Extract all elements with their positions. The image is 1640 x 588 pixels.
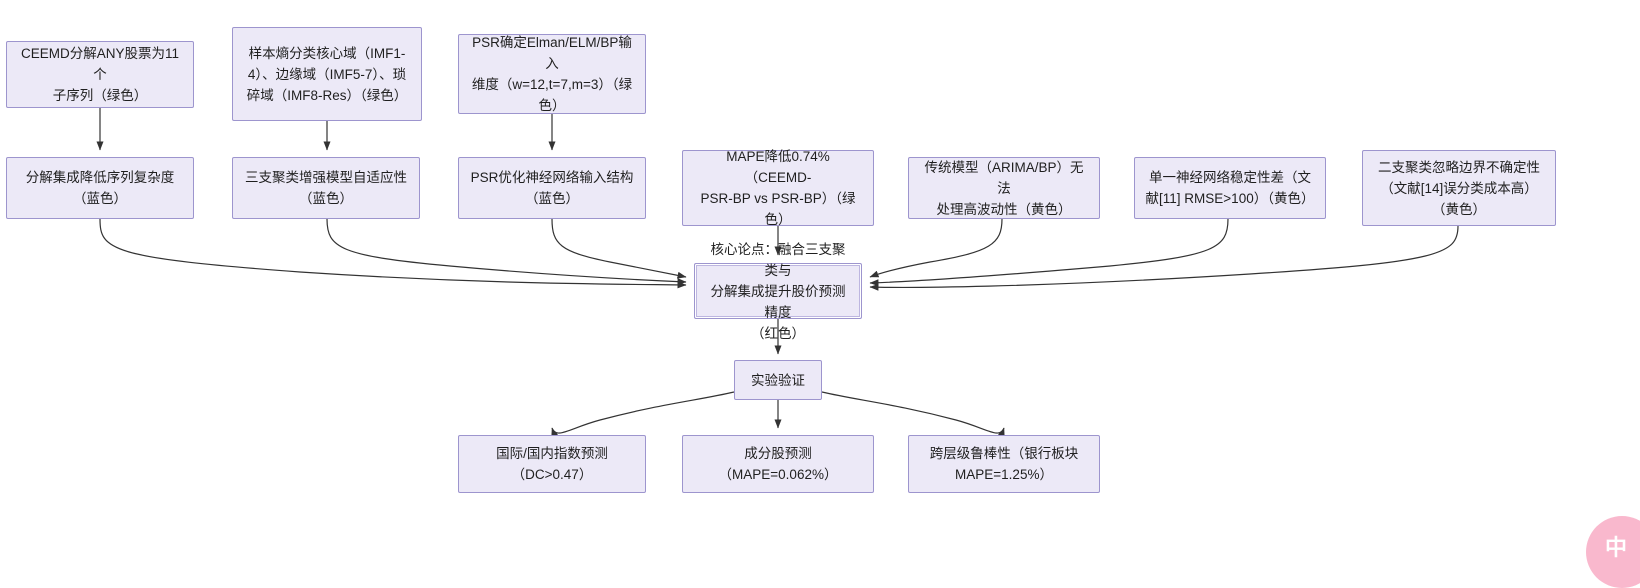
node-r2[interactable]: 成分股预测 （MAPE=0.062%） [682, 435, 874, 493]
edge-n4-to-core [99, 218, 687, 289]
node-label: 成分股预测 （MAPE=0.062%） [718, 446, 838, 482]
node-label: 国际/国内指数预测 （DC>0.47） [496, 446, 608, 482]
node-n6[interactable]: PSR优化神经网络输入结构 （蓝色） [458, 157, 646, 219]
watermark-badge: 中 [1586, 516, 1640, 588]
node-n10[interactable]: 二支聚类忽略边界不确定性 （文献[14]误分类成本高） （黄色） [1362, 150, 1556, 226]
node-n2[interactable]: 样本熵分类核心域（IMF1- 4）、边缘域（IMF5-7）、琐 碎域（IMF8-… [232, 27, 422, 121]
watermark-text: 中 [1604, 535, 1627, 560]
node-label: 单一神经网络稳定性差（文 献[11] RMSE>100）（黄色） [1145, 170, 1315, 206]
node-n8[interactable]: 传统模型（ARIMA/BP）无法 处理高波动性（黄色） [908, 157, 1100, 219]
node-label: 三支聚类增强模型自适应性 （蓝色） [245, 170, 407, 206]
node-r1[interactable]: 国际/国内指数预测 （DC>0.47） [458, 435, 646, 493]
node-label: 实验验证 [751, 372, 805, 388]
node-label: PSR确定Elman/ELM/BP输入 维度（w=12,t=7,m=3）（绿 色… [471, 35, 633, 113]
node-exp[interactable]: 实验验证 [734, 360, 822, 400]
node-label: PSR优化神经网络输入结构 （蓝色） [470, 170, 634, 206]
node-n4[interactable]: 分解集成降低序列复杂度 （蓝色） [6, 157, 194, 219]
edge-n6-to-core [551, 218, 687, 279]
diagram-canvas: CEEMD分解ANY股票为11个 子序列（绿色） 样本熵分类核心域（IMF1- 4… [6, 27, 1640, 588]
node-r3[interactable]: 跨层级鲁棒性（银行板块 MAPE=1.25%） [908, 435, 1100, 493]
node-n9[interactable]: 单一神经网络稳定性差（文 献[11] RMSE>100）（黄色） [1134, 157, 1326, 219]
node-label: 核心论点：融合三支聚类与 分解集成提升股价预测精度 （红色） [710, 241, 846, 341]
node-label: 二支聚类忽略边界不确定性 （文献[14]误分类成本高） （黄色） [1378, 159, 1540, 217]
edge-exp-to-r1 [551, 391, 735, 438]
edge-n5-to-core [326, 218, 687, 286]
node-label: 分解集成降低序列复杂度 （蓝色） [25, 170, 175, 206]
node-label: CEEMD分解ANY股票为11个 子序列（绿色） [20, 46, 180, 103]
node-n7[interactable]: MAPE降低0.74%（CEEMD- PSR-BP vs PSR-BP）（绿 色… [682, 149, 874, 227]
edge-n10-to-core [869, 225, 1459, 291]
node-label: 传统模型（ARIMA/BP）无法 处理高波动性（黄色） [924, 159, 1084, 217]
node-n1[interactable]: CEEMD分解ANY股票为11个 子序列（绿色） [6, 41, 194, 108]
edge-n8-to-core [869, 218, 1003, 278]
node-core[interactable]: 核心论点：融合三支聚类与 分解集成提升股价预测精度 （红色） [694, 242, 862, 341]
node-label: 跨层级鲁棒性（银行板块 MAPE=1.25%） [929, 446, 1079, 482]
node-label: MAPE降低0.74%（CEEMD- PSR-BP vs PSR-BP）（绿 色… [700, 149, 856, 227]
edge-exp-to-r3 [821, 391, 1005, 438]
edge-n9-to-core [869, 218, 1229, 287]
node-label: 样本熵分类核心域（IMF1- 4）、边缘域（IMF5-7）、琐 碎域（IMF8-… [246, 45, 408, 103]
node-n5[interactable]: 三支聚类增强模型自适应性 （蓝色） [232, 157, 420, 219]
node-n3[interactable]: PSR确定Elman/ELM/BP输入 维度（w=12,t=7,m=3）（绿 色… [458, 34, 646, 114]
